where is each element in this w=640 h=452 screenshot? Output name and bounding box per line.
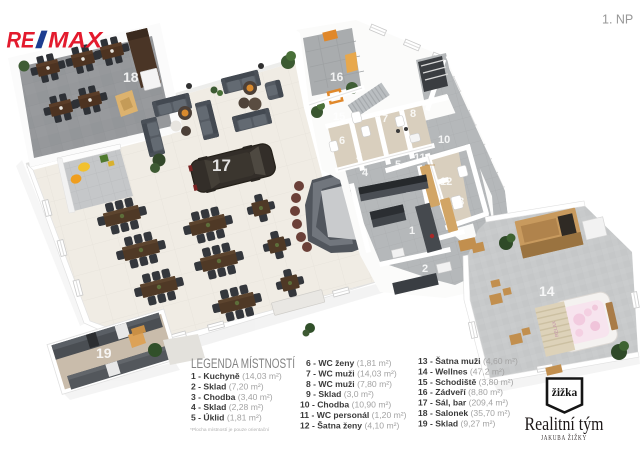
svg-text:Realitní tým: Realitní tým [525, 415, 605, 435]
svg-text:12: 12 [440, 176, 452, 188]
svg-text:RELAX: RELAX [551, 319, 561, 337]
svg-text:*Plocha místností je pouze ori: *Plocha místností je pouze orientační [190, 427, 270, 433]
svg-text:9 - Sklad (3,0 m²): 9 - Sklad (3,0 m²) [306, 389, 374, 399]
svg-text:15: 15 [333, 111, 345, 123]
svg-text:11 - WC personál (1,20 m²): 11 - WC personál (1,20 m²) [300, 410, 407, 420]
svg-text:3 - Chodba (3,40 m²): 3 - Chodba (3,40 m²) [191, 392, 273, 402]
svg-text:8 - WC muži (7,80 m²): 8 - WC muži (7,80 m²) [306, 379, 392, 389]
svg-text:10: 10 [438, 134, 450, 146]
svg-text:8: 8 [410, 108, 416, 120]
svg-text:18: 18 [123, 69, 139, 85]
svg-text:6: 6 [339, 135, 345, 147]
svg-text:JAKUBA ŽIŽKY: JAKUBA ŽIŽKY [541, 434, 587, 442]
svg-text:2 - Sklad (7,20 m²): 2 - Sklad (7,20 m²) [191, 381, 264, 391]
svg-text:LEGENDA MÍSTNOSTÍ: LEGENDA MÍSTNOSTÍ [191, 356, 295, 371]
svg-text:3: 3 [356, 151, 362, 163]
svg-text:12 - Šatna ženy (4,10 m²): 12 - Šatna ženy (4,10 m²) [300, 419, 399, 430]
svg-text:16: 16 [330, 70, 344, 84]
svg-text:4: 4 [362, 167, 369, 179]
svg-text:18 - Salonek (35,70 m²): 18 - Salonek (35,70 m²) [418, 408, 510, 418]
svg-text:13: 13 [452, 196, 464, 208]
svg-text:17: 17 [212, 156, 231, 175]
svg-text:11: 11 [414, 152, 426, 164]
svg-text:4 - Sklad (2,28 m²): 4 - Sklad (2,28 m²) [191, 402, 264, 412]
svg-text:7 - WC muži (14,03 m²): 7 - WC muži (14,03 m²) [306, 368, 397, 378]
svg-text:5 - Úklid (1,81 m²): 5 - Úklid (1,81 m²) [191, 412, 262, 423]
svg-text:19 - Sklad (9,27 m²): 19 - Sklad (9,27 m²) [418, 418, 496, 428]
svg-text:1: 1 [409, 225, 415, 237]
svg-text:9: 9 [429, 94, 435, 106]
svg-text:5: 5 [395, 159, 401, 171]
svg-text:7: 7 [382, 113, 388, 125]
svg-text:6 - WC ženy (1,81 m²): 6 - WC ženy (1,81 m²) [306, 358, 392, 368]
svg-text:žižka: žižka [552, 387, 578, 399]
svg-text:14: 14 [539, 283, 555, 299]
svg-text:17 - Sál, bar (209,4 m²): 17 - Sál, bar (209,4 m²) [418, 398, 508, 408]
svg-text:2: 2 [422, 263, 428, 275]
svg-text:13 - Šatna muži (4,60 m²): 13 - Šatna muži (4,60 m²) [418, 355, 518, 366]
svg-text:14 - Wellnes (47,2 m²): 14 - Wellnes (47,2 m²) [418, 366, 505, 376]
svg-text:RE: RE [7, 27, 36, 52]
svg-text:1 - Kuchyně (14,03 m²): 1 - Kuchyně (14,03 m²) [191, 371, 282, 381]
svg-text:15 - Schodiště (3,80 m²): 15 - Schodiště (3,80 m²) [418, 377, 514, 387]
svg-text:19: 19 [96, 345, 112, 361]
svg-text:MAX: MAX [48, 27, 104, 52]
svg-text:1. NP: 1. NP [602, 13, 633, 27]
svg-text:16 - Zádveří (8,80 m²): 16 - Zádveří (8,80 m²) [418, 387, 503, 397]
svg-text:10 - Chodba (10,90 m²): 10 - Chodba (10,90 m²) [300, 400, 391, 410]
